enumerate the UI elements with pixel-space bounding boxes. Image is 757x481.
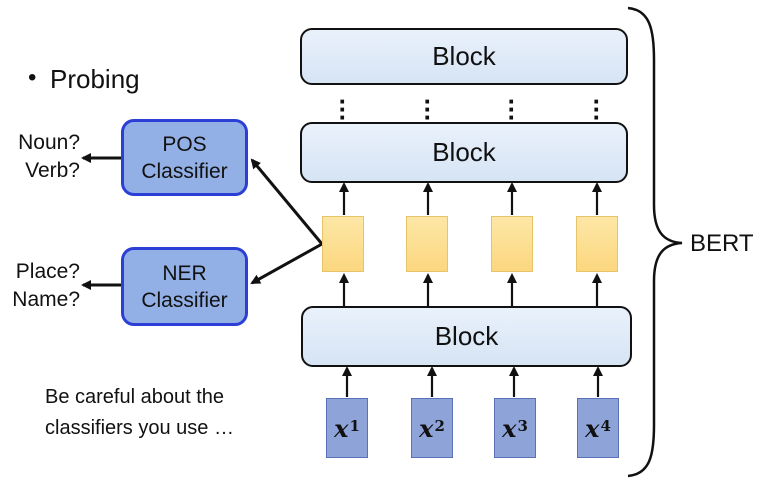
bert-label: BERT xyxy=(690,230,754,257)
hidden-vector-2 xyxy=(406,216,448,272)
token-base: x xyxy=(502,413,517,443)
probing-bullet: • xyxy=(28,64,37,91)
hidden-vector-3 xyxy=(491,216,533,272)
transformer-block-bottom: Block xyxy=(301,306,632,367)
probing-label: Probing xyxy=(50,64,140,94)
token-superscript: 2 xyxy=(434,417,445,435)
hidden-vector-4 xyxy=(576,216,618,272)
transformer-block-top: Block xyxy=(300,28,628,85)
token-base: x xyxy=(419,413,434,443)
pos-output-verb: Verb? xyxy=(25,159,80,182)
token-superscript: 1 xyxy=(349,417,360,435)
token-superscript: 4 xyxy=(600,417,611,435)
ner-output-place: Place? xyxy=(15,260,80,283)
ner-classifier-line2: Classifier xyxy=(141,288,228,312)
ellipsis-vertical-4: ··· xyxy=(592,86,602,132)
block-label: Block xyxy=(434,321,499,351)
pos-classifier-line1: POS xyxy=(162,132,207,156)
arrow-hidden-to-ner-classifier xyxy=(250,242,323,285)
ner-output-labels: Place? Name? xyxy=(0,258,80,314)
pos-classifier: POS Classifier xyxy=(121,119,248,196)
pos-output-noun: Noun? xyxy=(18,131,80,154)
caution-note: Be careful about the classifiers you use… xyxy=(45,382,234,444)
block-label: Block xyxy=(432,41,496,71)
ner-classifier: NER Classifier xyxy=(121,247,248,326)
transformer-block-middle: Block xyxy=(300,122,628,183)
ner-output-name: Name? xyxy=(12,288,80,311)
ellipsis-vertical-2: ··· xyxy=(423,86,433,132)
arrow-hidden-to-pos-classifier xyxy=(250,158,324,245)
caution-note-line2: classifiers you use … xyxy=(45,417,234,439)
token-superscript: 3 xyxy=(517,417,528,435)
pos-classifier-line2: Classifier xyxy=(141,159,228,183)
token-base: x xyxy=(585,413,600,443)
token-base: x xyxy=(334,413,349,443)
caution-note-line1: Be careful about the xyxy=(45,386,225,408)
ellipsis-vertical-3: ··· xyxy=(507,86,517,132)
ner-classifier-line1: NER xyxy=(162,261,207,285)
bert-brace xyxy=(627,6,683,478)
ellipsis-vertical-1: ··· xyxy=(338,86,348,132)
block-label: Block xyxy=(432,137,496,167)
pos-output-labels: Noun? Verb? xyxy=(0,129,80,185)
hidden-vector-1 xyxy=(322,216,364,272)
